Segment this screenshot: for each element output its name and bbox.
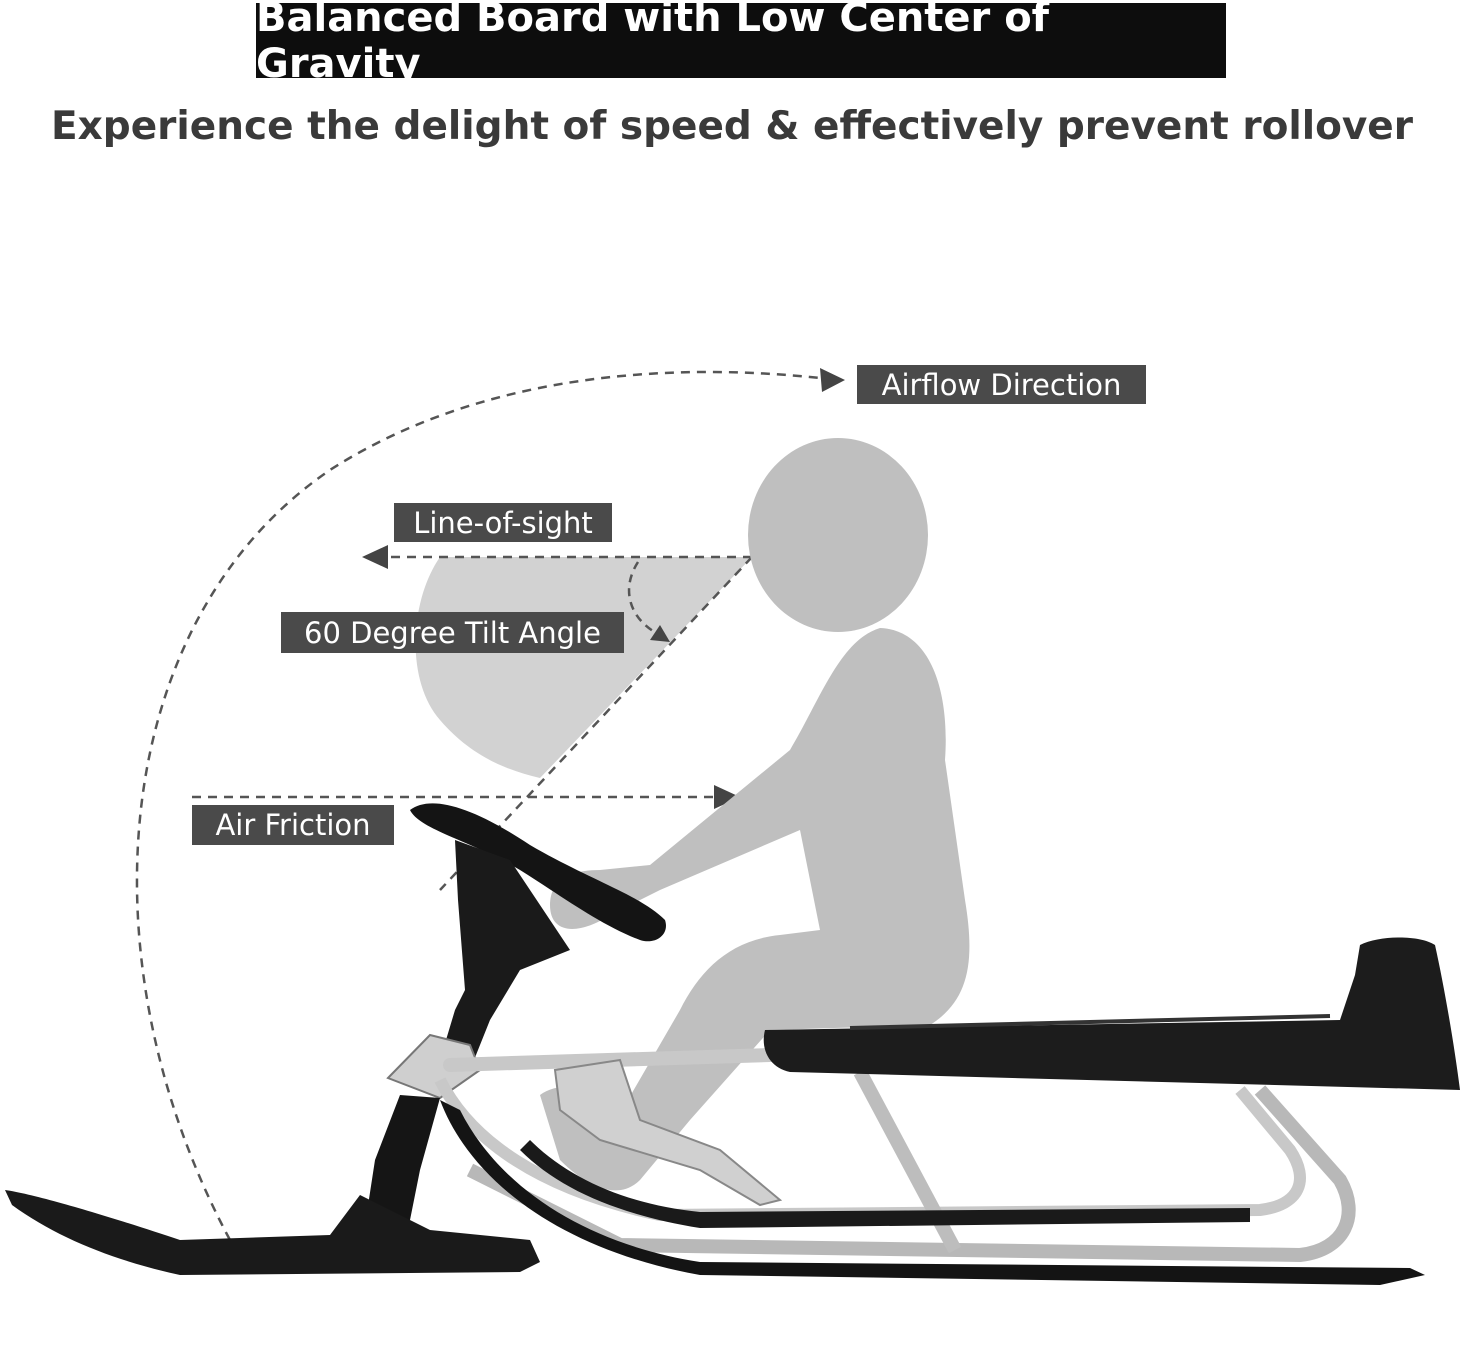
lower-tube [466, 1085, 1356, 1263]
main-frame [443, 1048, 777, 1072]
tilt-angle-label: 60 Degree Tilt Angle [281, 612, 624, 653]
front-ski [5, 1190, 540, 1275]
arrow-head-icon [362, 545, 388, 569]
seat [763, 937, 1460, 1090]
steering-wheel [410, 803, 666, 942]
foot-pedal [553, 1058, 783, 1207]
airflow-direction-label: Airflow Direction [857, 365, 1146, 404]
front-fork [365, 1095, 440, 1225]
page-subtitle: Experience the delight of speed & effect… [50, 104, 1413, 149]
steering-column [440, 840, 570, 1070]
seat-ridge [849, 1014, 1331, 1030]
page-title: Balanced Board with Low Center of Gravit… [256, 0, 1226, 87]
view-cone [415, 557, 752, 778]
tilt-arc [627, 561, 661, 637]
rider-silhouette [540, 438, 970, 1191]
tilt-line [439, 556, 753, 891]
sled [5, 803, 1460, 1285]
airflow-arc [135, 370, 821, 1241]
line-of-sight-label: Line-of-sight [394, 503, 612, 542]
arrow-head-icon [650, 625, 670, 642]
arrow-head-icon [714, 785, 740, 809]
arrow-head-icon [820, 368, 845, 392]
page-title-text: Balanced Board with Low Center of Gravit… [256, 0, 1050, 87]
air-friction-label: Air Friction [192, 805, 394, 845]
inner-runner [520, 1140, 1250, 1228]
